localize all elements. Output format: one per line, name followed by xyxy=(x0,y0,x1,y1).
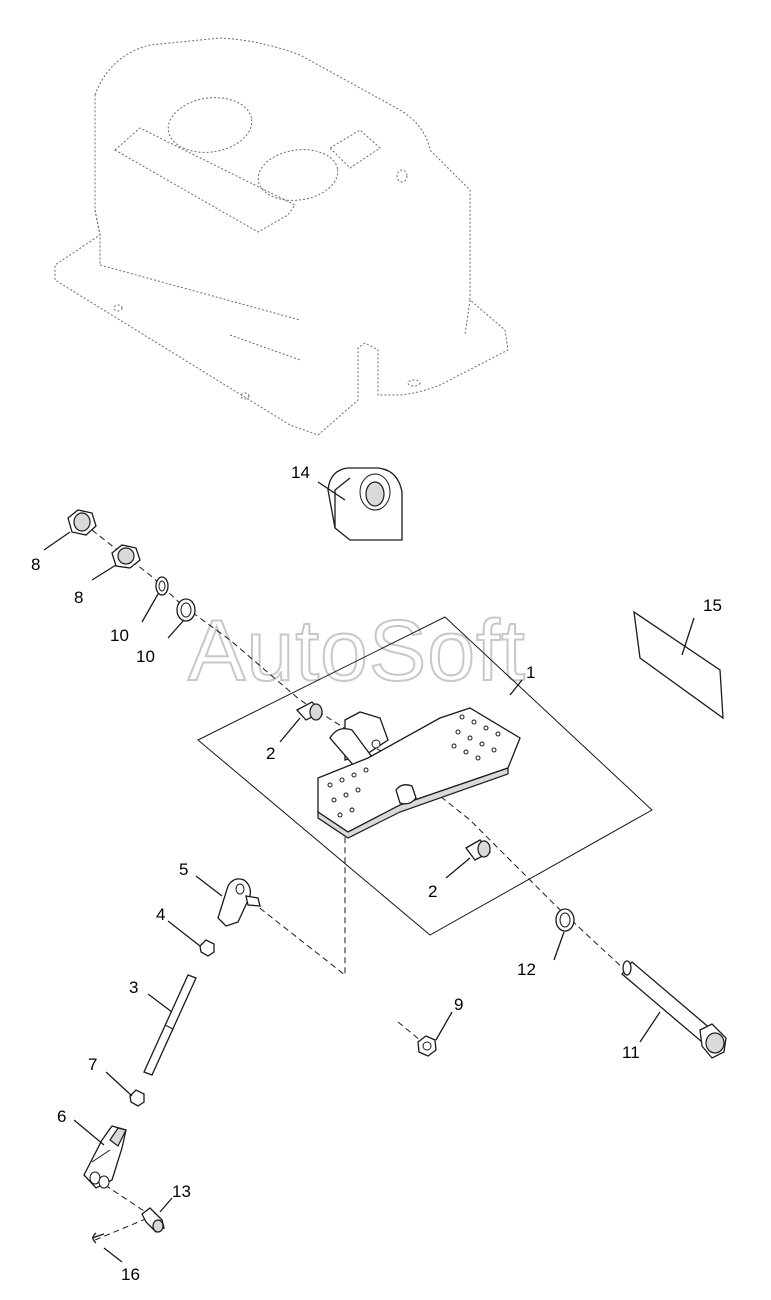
pedal-holes xyxy=(327,714,501,818)
part-10-washer-lower xyxy=(176,598,196,622)
callout-10-upper: 10 xyxy=(110,626,129,645)
callout-16: 16 xyxy=(121,1265,140,1284)
part-4-jam-nut xyxy=(199,939,215,957)
assembly-axis-nut9 xyxy=(397,1021,421,1041)
callout-1: 1 xyxy=(526,663,535,682)
assembly-axis-linkage xyxy=(251,800,346,977)
part-9-nut xyxy=(417,1035,437,1057)
part-6-clevis xyxy=(83,1125,127,1189)
part-8-nut-lower xyxy=(111,544,141,569)
callout-10-lower: 10 xyxy=(136,647,155,666)
callout-15: 15 xyxy=(703,596,722,615)
part-1-kit-outline xyxy=(197,616,653,936)
part-2-bushing-lower xyxy=(465,839,492,861)
callout-14: 14 xyxy=(291,463,310,482)
part-7-jam-nut xyxy=(129,1089,145,1107)
leader-lines xyxy=(43,481,695,1263)
callout-5: 5 xyxy=(179,860,188,879)
part-11-bolt xyxy=(621,960,727,1059)
callout-3: 3 xyxy=(129,978,138,997)
assembly-axis-clevis xyxy=(94,1184,151,1241)
part-2-bushing-upper xyxy=(295,701,324,721)
callout-12: 12 xyxy=(517,960,536,979)
part-15-pad xyxy=(633,610,724,720)
callout-13: 13 xyxy=(172,1182,191,1201)
callout-8-upper: 8 xyxy=(31,555,40,574)
callout-8-lower: 8 xyxy=(74,588,83,607)
watermark-text: AutoSoft xyxy=(188,603,526,699)
part-14-bracket xyxy=(327,467,403,541)
console-cover xyxy=(54,37,509,436)
part-1-pedal xyxy=(317,707,521,839)
part-3-rod xyxy=(143,974,197,1076)
part-12-washer xyxy=(555,908,575,932)
callout-4: 4 xyxy=(156,905,165,924)
callout-11: 11 xyxy=(622,1043,640,1062)
callout-7: 7 xyxy=(88,1055,97,1074)
part-10-washer-upper xyxy=(155,576,169,596)
callout-6: 6 xyxy=(57,1107,66,1126)
callout-2-lower: 2 xyxy=(428,882,437,901)
part-8-nut-upper xyxy=(67,509,97,536)
part-16-cotter-pin xyxy=(91,1232,105,1244)
callout-9: 9 xyxy=(454,995,463,1014)
part-5-rod-end xyxy=(217,878,261,927)
callout-2-upper: 2 xyxy=(266,744,275,763)
callout-labels: 14 8 8 10 10 15 1 2 2 5 4 3 7 6 13 16 12… xyxy=(31,463,722,1284)
part-13-clevis-pin xyxy=(141,1207,165,1233)
